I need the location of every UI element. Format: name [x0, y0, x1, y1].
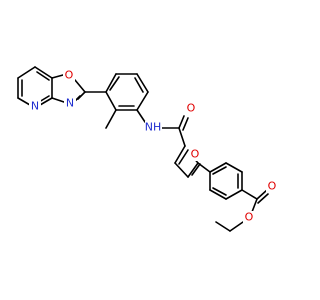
furan-phenyl-bond [197, 162, 211, 173]
aryl-nh-bond [136, 109, 146, 123]
amide-group [161, 115, 189, 147]
oxazole-oxygen-label: O [65, 69, 74, 82]
amide-carbonyl-oxygen-label: O [187, 102, 196, 115]
ester-group [215, 189, 269, 232]
toluene-ring [105, 73, 149, 111]
benzoate-ring [209, 162, 243, 200]
methyl-bond [105, 109, 117, 129]
pyridine-nitrogen-label: N [31, 100, 39, 113]
molecule-structure: N O N NH O O O O [17, 66, 278, 232]
structure-canvas: N O N NH O O O O [17, 66, 278, 232]
pyridine-ring [17, 66, 53, 106]
oxazole-nitrogen-label: N [66, 97, 74, 110]
ester-oxygen-label: O [245, 211, 254, 224]
ester-carbonyl-oxygen-label: O [268, 180, 277, 193]
atom-labels: N O N NH O O O O [29, 69, 278, 224]
amide-nh-label: NH [145, 121, 162, 134]
furan-oxygen-label: O [191, 148, 200, 161]
